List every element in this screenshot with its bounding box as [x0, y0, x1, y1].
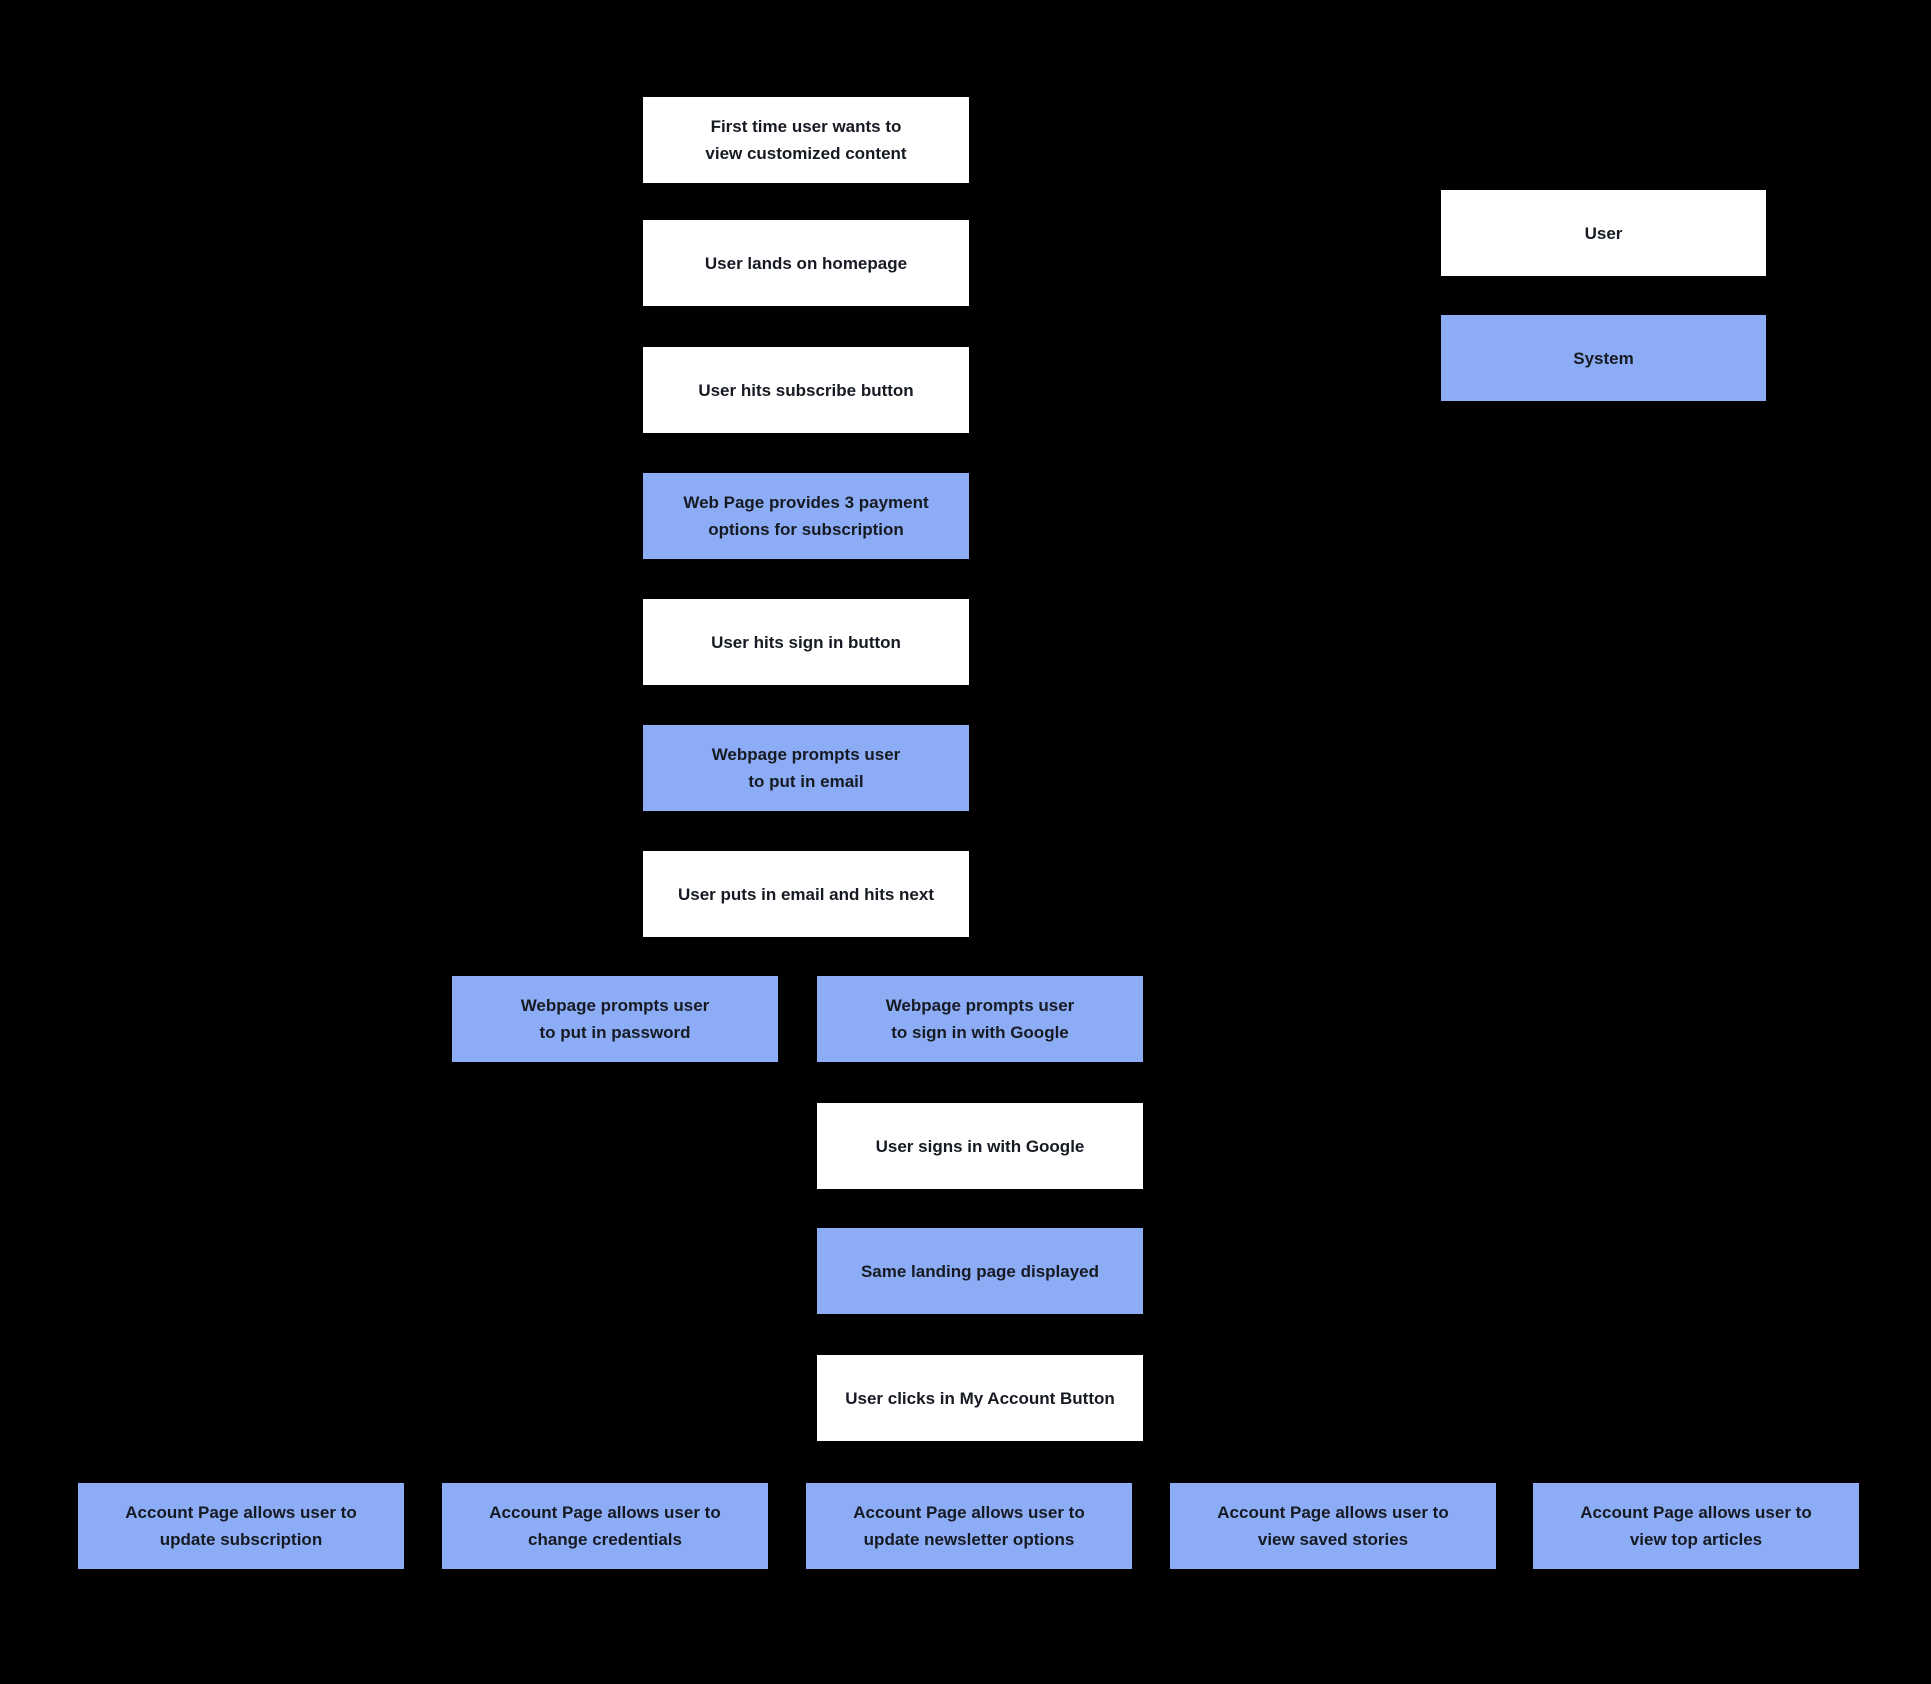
legend-user-box: User [1441, 190, 1766, 276]
node-view-top-articles: Account Page allows user to view top art… [1533, 1483, 1859, 1569]
node-puts-in-email: User puts in email and hits next [643, 851, 969, 937]
node-hits-subscribe-button: User hits subscribe button [643, 347, 969, 433]
node-hits-sign-in-button: User hits sign in button [643, 599, 969, 685]
node-signs-in-with-google: User signs in with Google [817, 1103, 1143, 1189]
node-update-subscription: Account Page allows user to update subsc… [78, 1483, 404, 1569]
node-google-sign-in-prompt: Webpage prompts user to sign in with Goo… [817, 976, 1143, 1062]
node-password-prompt: Webpage prompts user to put in password [452, 976, 778, 1062]
node-change-credentials: Account Page allows user to change crede… [442, 1483, 768, 1569]
node-landing-page-displayed: Same landing page displayed [817, 1228, 1143, 1314]
node-clicks-my-account: User clicks in My Account Button [817, 1355, 1143, 1441]
node-view-saved-stories: Account Page allows user to view saved s… [1170, 1483, 1496, 1569]
node-payment-options: Web Page provides 3 payment options for … [643, 473, 969, 559]
node-first-time-user: First time user wants to view customized… [643, 97, 969, 183]
legend-system-box: System [1441, 315, 1766, 401]
node-email-prompt: Webpage prompts user to put in email [643, 725, 969, 811]
node-lands-on-homepage: User lands on homepage [643, 220, 969, 306]
node-update-newsletter-options: Account Page allows user to update newsl… [806, 1483, 1132, 1569]
